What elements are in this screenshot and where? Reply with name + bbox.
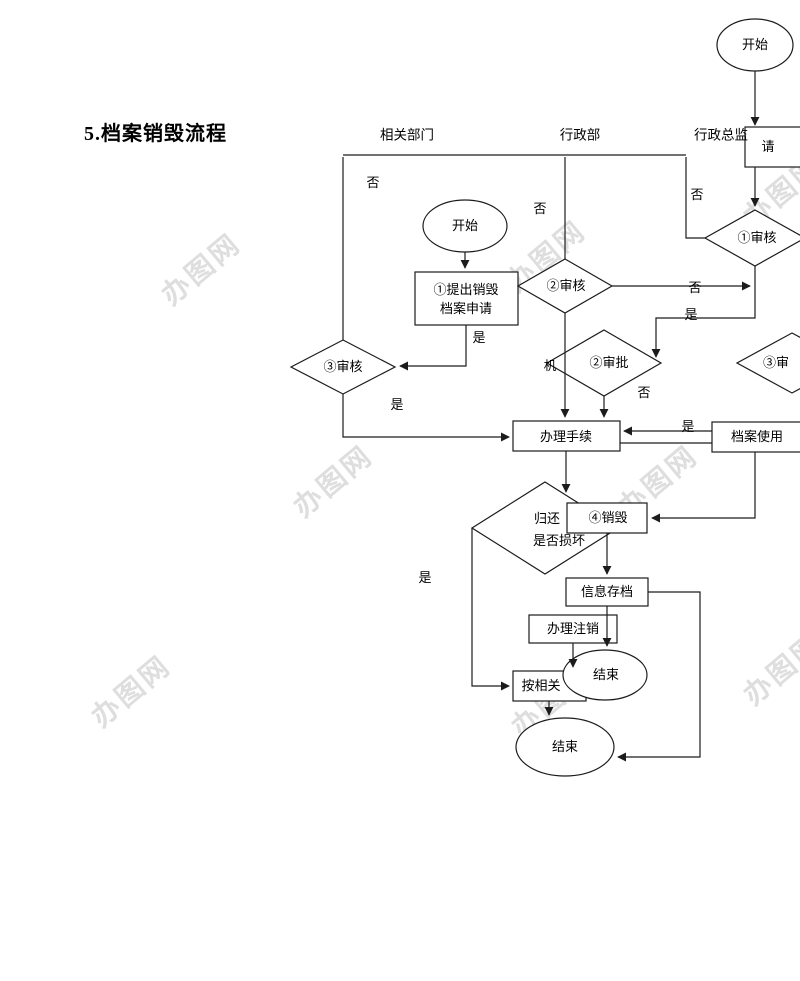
- branch-label-review2-right-no: 否: [688, 279, 702, 295]
- end-upper-label: 结束: [592, 666, 620, 682]
- handle-procedure-rect: [512, 420, 621, 452]
- review3-right-diamond: [735, 332, 800, 394]
- page-title: 5.档案销毁流程: [84, 123, 227, 145]
- review3-right-label: ③审: [762, 354, 790, 370]
- fragment-label: 机: [543, 359, 557, 374]
- approve2-label: ②审批: [589, 354, 629, 370]
- branch-label-review1-no: 否: [690, 186, 704, 202]
- branch-label-review1-yes: 是: [684, 306, 698, 322]
- branch-label-review3-no: 否: [366, 174, 380, 190]
- end-lower-label: 结束: [551, 738, 579, 754]
- return-check-label-line1: 归还: [533, 510, 561, 526]
- handle-procedure-label: 办理手续: [539, 428, 593, 444]
- edge-review3-yes-handle: [342, 394, 510, 442]
- request-top-rect: [744, 126, 800, 168]
- branch-label-archive-yes: 是: [681, 418, 695, 434]
- branch-label-return-yes: 是: [418, 569, 432, 585]
- archive-use-rect: [711, 421, 800, 453]
- request-top-label: 请: [761, 138, 775, 154]
- start-main-label: 开始: [451, 217, 479, 233]
- lane-header-related-dept: 相关部门: [380, 127, 434, 143]
- destroy-label: ④销毁: [588, 509, 628, 525]
- edge-review1-yes-approve2: [651, 266, 756, 358]
- start-top-label: 开始: [741, 36, 769, 52]
- review3-label: ③审核: [323, 358, 363, 374]
- end-upper-ellipse: [562, 649, 648, 701]
- lane-header-admin-director: 行政总监: [694, 127, 748, 143]
- branch-label-review2-no: 否: [533, 200, 547, 216]
- edge-return-yes-perrules: [471, 528, 510, 691]
- return-check-label-line2: 是否损坏: [532, 532, 586, 548]
- review1-label: ①审核: [737, 229, 777, 245]
- branch-label-submit-yes: 是: [472, 329, 486, 345]
- review2-label: ②审核: [546, 277, 586, 293]
- lane-header-admin-dept: 行政部: [559, 127, 601, 143]
- end-lower-ellipse: [515, 717, 615, 777]
- submit-request-label-line1: ①提出销毁: [433, 281, 499, 297]
- cancel-registration-label: 办理注销: [546, 620, 600, 636]
- archive-use-label: 档案使用: [730, 428, 784, 444]
- destroy-rect: [566, 502, 648, 534]
- edge-archiveuse-destroy: [651, 452, 756, 523]
- cancel-registration-rect: [528, 614, 618, 644]
- per-rules-label: 按相关: [521, 677, 561, 693]
- edge-review1-no-loop: [685, 157, 705, 239]
- submit-request-label-line2: 档案申请: [439, 300, 493, 316]
- branch-label-review3-yes: 是: [390, 396, 404, 412]
- branch-label-approve2-no: 否: [637, 384, 651, 400]
- edge-infoarchive-endloop: [617, 591, 701, 762]
- edge-submit-review3: [399, 325, 467, 371]
- info-archive-label: 信息存档: [580, 583, 634, 599]
